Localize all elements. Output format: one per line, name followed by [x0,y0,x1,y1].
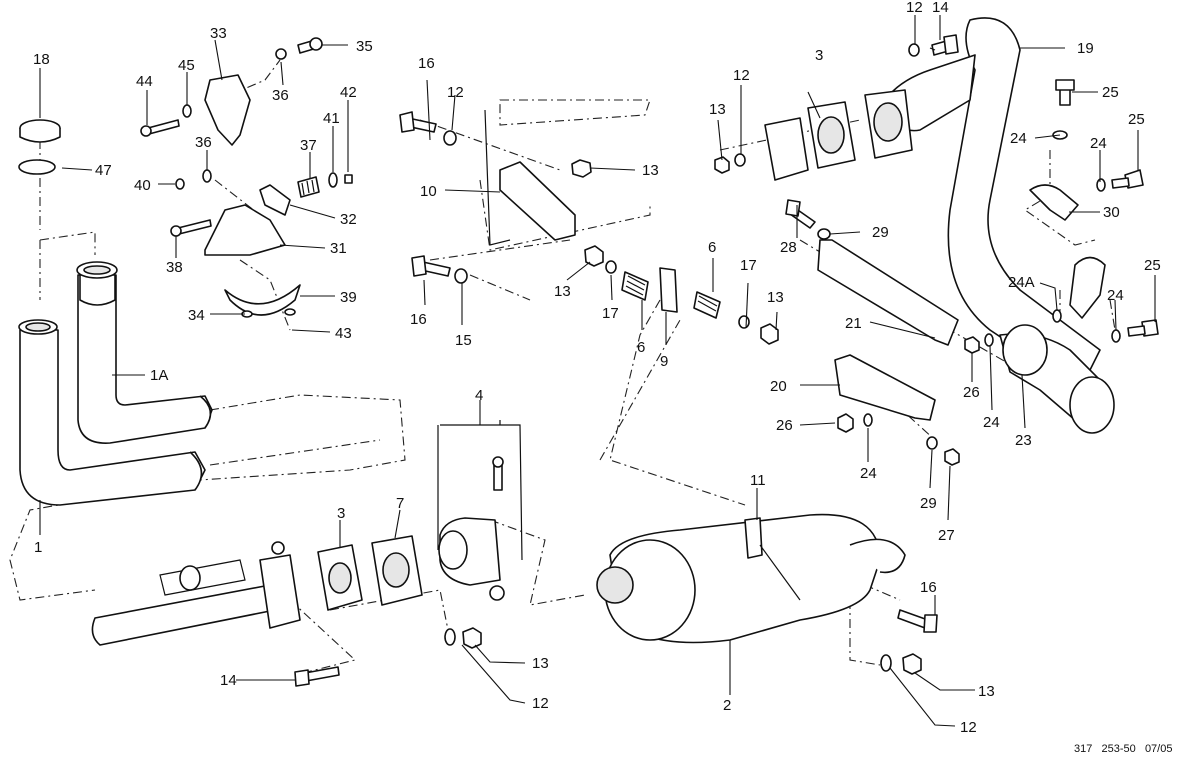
label-25-lower: 25 [1144,257,1161,274]
label-16-right: 16 [920,579,937,596]
label-10: 10 [420,183,437,200]
label-47: 47 [95,162,112,179]
label-38: 38 [166,259,183,276]
label-24a: 24A [1008,274,1035,291]
label-20: 20 [770,378,787,395]
label-24-top: 24 [1010,130,1027,147]
label-24-mid: 24 [983,414,1000,431]
label-36-mid: 36 [195,134,212,151]
label-27: 27 [938,527,955,544]
label-14-top: 14 [932,0,949,16]
label-6-lower: 6 [637,339,645,356]
label-21: 21 [845,315,862,332]
bracket-21 [817,239,959,346]
label-44: 44 [136,73,153,90]
footer-reference: 317 253-50 07/05 [1074,743,1172,755]
label-34: 34 [188,307,205,324]
label-13-mid: 13 [642,162,659,179]
label-24-right: 24 [1090,135,1107,152]
label-1a: 1A [150,367,168,384]
label-12-top-right: 12 [906,0,923,16]
label-19: 19 [1077,40,1094,57]
flanges-3-upper [764,89,913,181]
label-12-right: 12 [960,719,977,736]
label-39: 39 [340,289,357,306]
label-26-right: 26 [963,384,980,401]
label-35: 35 [356,38,373,55]
label-15: 15 [455,332,472,349]
label-6-upper: 6 [708,239,716,256]
label-13-midright: 13 [767,289,784,306]
label-25-right: 25 [1128,111,1145,128]
label-41: 41 [323,110,340,127]
label-32: 32 [340,211,357,228]
label-25-top: 25 [1102,84,1119,101]
label-4: 4 [475,387,483,404]
label-16-mid: 16 [410,311,427,328]
label-3-upper: 3 [815,47,823,64]
label-3-lower: 3 [337,505,345,522]
label-28: 28 [780,239,797,256]
leader-lines [39,15,1156,727]
bracket-20 [834,354,936,421]
spring-assembly-6 [621,267,721,319]
bracket-10 [484,109,576,246]
label-17-right: 17 [740,257,757,274]
label-14-lower: 14 [220,672,237,689]
bracket-33 [204,74,251,146]
label-13-right: 13 [978,683,995,700]
muffler-2 [596,513,906,644]
label-17-left: 17 [602,305,619,322]
label-13-upper: 13 [709,101,726,118]
label-11: 11 [750,472,766,489]
flange-7 [371,535,423,606]
label-33: 33 [210,25,227,42]
label-12-upper: 12 [733,67,750,84]
label-16-top: 16 [418,55,435,72]
label-45: 45 [178,57,195,74]
assembly-dash-lines [9,59,1116,676]
label-37: 37 [300,137,317,154]
label-26-left: 26 [776,417,793,434]
label-12-lower: 12 [532,695,549,712]
label-1: 1 [34,539,42,556]
label-13-lower: 13 [532,655,549,672]
callout-labels: 18 47 1 1A 3 7 4 14 12 13 2 11 16 13 12 … [33,0,1161,736]
label-2: 2 [723,697,731,714]
header-pipe-1a [76,261,213,444]
label-13-midleft: 13 [554,283,571,300]
ring-18-47 [18,119,61,175]
label-18: 18 [33,51,50,68]
label-43: 43 [335,325,352,342]
label-29-upper: 29 [872,224,889,241]
label-29-lower: 29 [920,495,937,512]
header-pipe-1 [18,319,206,506]
label-7: 7 [396,495,404,512]
hanger-30 [1029,184,1106,319]
tail-pipe-assembly [91,541,301,646]
label-24-bottom: 24 [860,465,877,482]
label-12-top: 12 [447,84,464,101]
label-24-lower-right: 24 [1107,287,1124,304]
clamp-4 [437,420,523,601]
fasteners [140,34,1159,687]
label-30: 30 [1103,204,1120,221]
pipe-23 [999,324,1115,434]
label-36-top: 36 [272,87,289,104]
label-42: 42 [340,84,357,101]
gasket-3-lower [317,544,363,611]
label-9: 9 [660,353,668,370]
label-40: 40 [134,177,151,194]
label-23: 23 [1015,432,1032,449]
label-31: 31 [330,240,347,257]
bracket-31-32 [204,184,291,256]
